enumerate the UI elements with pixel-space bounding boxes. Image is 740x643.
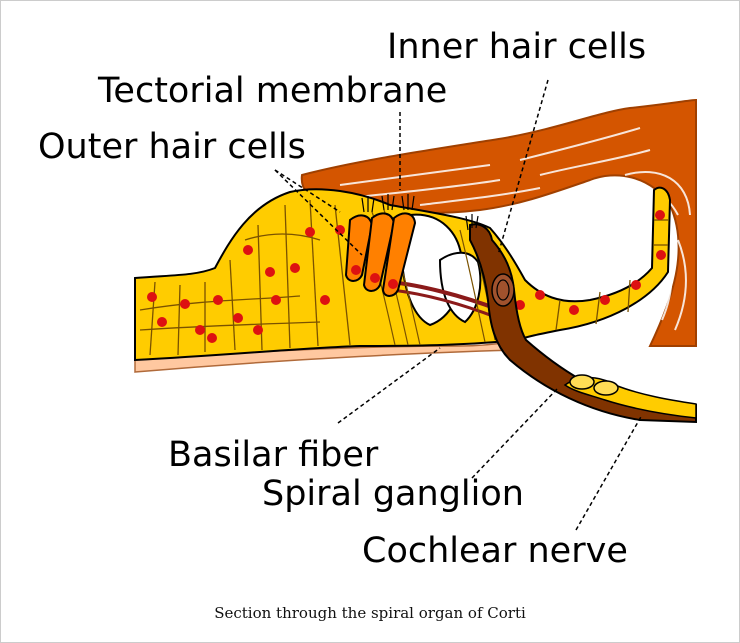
leader-cochlear-nerve: [576, 415, 642, 530]
label-basilar-fiber: Basilar fiber: [168, 435, 379, 475]
label-inner-hair-cells: Inner hair cells: [387, 27, 646, 67]
label-cochlear-nerve: Cochlear nerve: [362, 531, 628, 571]
label-spiral-ganglion: Spiral ganglion: [262, 474, 524, 514]
label-outer-hair-cells: Outer hair cells: [38, 127, 306, 167]
leader-spiral-ganglion: [472, 388, 558, 478]
leader-basilar-fiber: [338, 348, 440, 423]
figure-caption: Section through the spiral organ of Cort…: [0, 604, 740, 622]
organ-of-corti-diagram: Inner hair cells Tectorial membrane Oute…: [0, 0, 740, 600]
label-tectorial-membrane: Tectorial membrane: [97, 71, 447, 111]
